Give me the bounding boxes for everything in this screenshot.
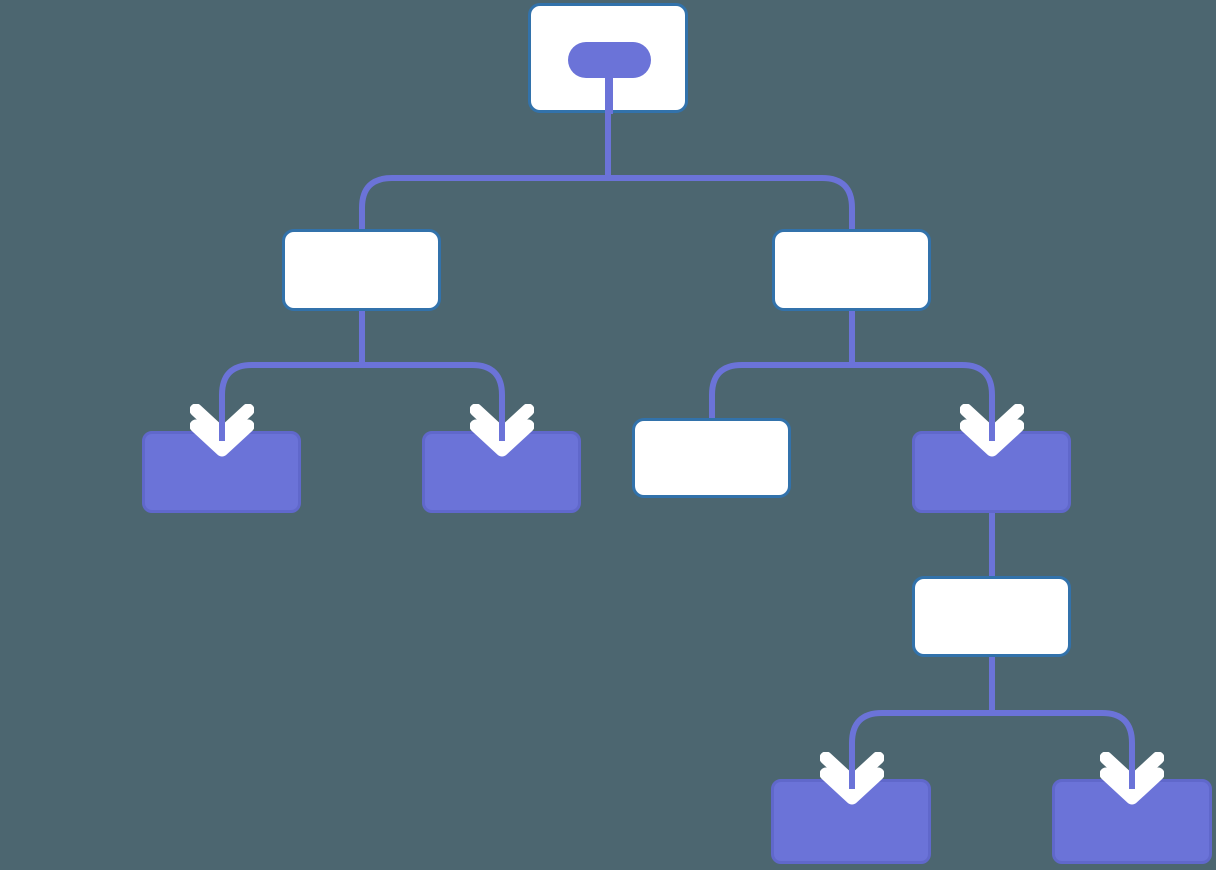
node-leaf-4[interactable] [771,779,931,864]
edge-n7-n9 [992,710,1135,786]
edge-n0-n1 [359,175,608,232]
node-branch-deep-2[interactable] [912,576,1071,657]
edge-n7-n8 [849,710,992,786]
edge-n1-n4 [362,362,505,438]
node-branch-left[interactable] [282,229,441,311]
root-stem-shape [605,74,613,114]
node-branch-deep[interactable] [912,431,1071,513]
node-leaf-3-empty[interactable] [632,418,791,498]
edge-n2-n5 [709,362,852,422]
edge-n0-n2 [608,175,855,232]
node-root[interactable] [528,3,688,114]
node-branch-right[interactable] [772,229,931,311]
node-leaf-1[interactable] [142,431,301,513]
node-leaf-2[interactable] [422,431,581,513]
edge-n1-n3 [219,362,362,438]
edge-n2-n6 [852,362,995,438]
root-pill-shape [568,42,651,78]
node-leaf-5[interactable] [1052,779,1212,864]
